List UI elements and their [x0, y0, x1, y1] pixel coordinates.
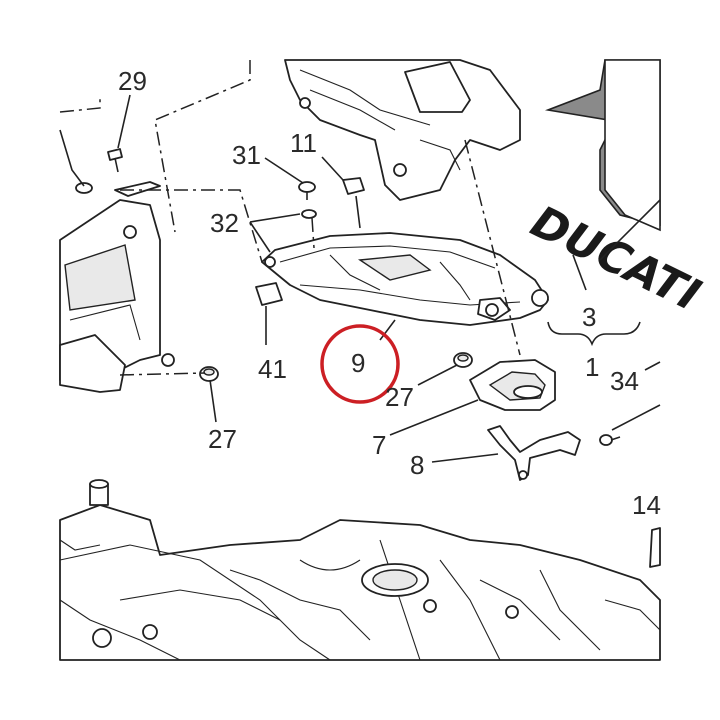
upper-fairing-bracket	[284, 59, 521, 201]
label-part-9: 9	[351, 348, 365, 378]
assembly-lines	[59, 60, 521, 376]
grommet-left	[75, 182, 93, 194]
label-part-3: 3	[582, 302, 596, 332]
screw-part-31	[298, 181, 316, 200]
part-14-bracket	[649, 527, 661, 568]
lower-frame-assembly	[59, 479, 661, 661]
label-part-7: 7	[372, 430, 386, 460]
tank-side-cover	[261, 232, 549, 326]
left-side-fairing	[59, 181, 175, 393]
label-part-8: 8	[410, 450, 424, 480]
label-part-11: 11	[290, 128, 317, 158]
label-part-32: 32	[210, 208, 239, 238]
grommet-part-27-center	[453, 352, 473, 368]
brand-decal-text: DUCATI	[523, 196, 708, 321]
grommet-part-27-left	[199, 366, 219, 382]
clip-part-11	[342, 177, 365, 195]
washer-part-32	[301, 209, 317, 219]
leader-lines	[59, 94, 661, 463]
group-brace	[547, 321, 641, 347]
label-part-1: 1	[585, 352, 599, 382]
screw-part-29	[107, 148, 123, 173]
filler-seal-part-7	[469, 359, 556, 411]
screw-part-34	[599, 434, 621, 446]
label-part-27-left: 27	[208, 424, 237, 454]
bracket-part-8	[487, 425, 581, 481]
right-fairing-panel	[544, 59, 661, 232]
label-part-34: 34	[610, 366, 639, 396]
label-part-14: 14	[632, 490, 661, 520]
label-part-29: 29	[118, 66, 147, 96]
label-part-41: 41	[258, 354, 287, 384]
rubber-pad-part-41	[255, 282, 283, 306]
label-part-31: 31	[232, 140, 261, 170]
label-part-27-center: 27	[385, 382, 414, 412]
highlight-circle-part-9	[320, 324, 400, 404]
